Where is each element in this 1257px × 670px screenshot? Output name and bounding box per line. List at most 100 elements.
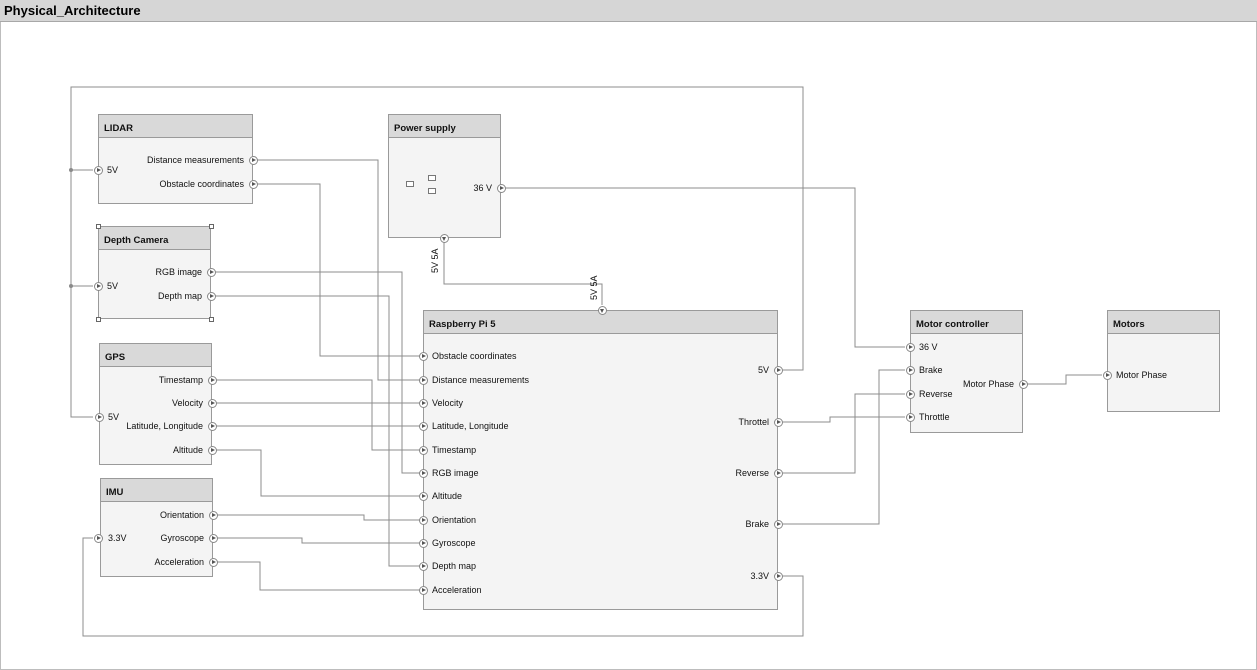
raspberry-pi-block[interactable]: Raspberry Pi 5 <box>423 310 778 610</box>
power-5v5a-port[interactable] <box>439 233 449 243</box>
rpi-in-distance-port[interactable] <box>418 375 428 385</box>
rpi-out-throttel-port[interactable] <box>773 417 783 427</box>
imu-gyroscope-label: Gyroscope <box>160 533 204 543</box>
wire-orientation <box>217 514 423 521</box>
rpi-out-3v3-port[interactable] <box>773 571 783 581</box>
mc-36v-port[interactable] <box>905 342 915 352</box>
rpi-in-label: Orientation <box>432 515 477 525</box>
motors-in-label: Motor Phase <box>1116 370 1168 380</box>
rpi-in-obstacle-port[interactable] <box>418 351 428 361</box>
imu-3v3-port[interactable] <box>93 533 103 543</box>
gps-altitude-port[interactable] <box>207 445 217 455</box>
mc-in-label: Brake <box>919 365 943 375</box>
wire-distance-measurements <box>257 159 423 381</box>
gps-altitude-label: Altitude <box>172 445 203 455</box>
depth-camera-depthmap-port[interactable] <box>206 291 216 301</box>
imu-acceleration-port[interactable] <box>208 557 218 567</box>
rpi-in-velocity-port[interactable] <box>418 398 428 408</box>
rpi-out-brake-port[interactable] <box>773 519 783 529</box>
selection-handle[interactable] <box>95 223 101 229</box>
gps-latlong-label: Latitude, Longitude <box>126 421 203 431</box>
imu-orientation-port[interactable] <box>208 510 218 520</box>
rpi-in-label: Distance measurements <box>432 375 530 385</box>
selection-handle[interactable] <box>95 316 101 322</box>
power-supply-title: Power supply <box>389 115 500 138</box>
lidar-distance-label: Distance measurements <box>146 155 244 165</box>
rpi-out-label: Reverse <box>735 468 769 478</box>
lidar-5v-port[interactable] <box>93 165 103 175</box>
rpi-out-5v-port[interactable] <box>773 365 783 375</box>
gps-5v-port[interactable] <box>94 412 104 422</box>
wire-36v <box>505 187 905 348</box>
wire-reverse <box>783 393 905 474</box>
lidar-5v-label: 5V <box>107 165 119 175</box>
rpi-in-label: Depth map <box>432 561 477 571</box>
mc-throttle-port[interactable] <box>905 412 915 422</box>
power-supply-block[interactable]: Power supply <box>388 114 501 238</box>
rpi-out-label: Throttel <box>738 417 769 427</box>
imu-acceleration-label: Acceleration <box>154 557 204 567</box>
gps-title: GPS <box>100 344 211 367</box>
rpi-out-reverse-port[interactable] <box>773 468 783 478</box>
depth-camera-block[interactable]: Depth Camera <box>98 226 211 319</box>
depth-camera-title: Depth Camera <box>99 227 210 250</box>
depth-camera-depthmap-label: Depth map <box>157 291 202 301</box>
rpi-5v5a-label: 5V 5A <box>589 275 599 300</box>
rpi-in-latlong-port[interactable] <box>418 421 428 431</box>
motors-phase-port[interactable] <box>1102 370 1112 380</box>
rpi-in-altitude-port[interactable] <box>418 491 428 501</box>
rpi-in-acceleration-port[interactable] <box>418 585 428 595</box>
gps-latlong-port[interactable] <box>207 421 217 431</box>
rpi-in-label: Velocity <box>432 398 464 408</box>
rpi-in-depthmap-port[interactable] <box>418 561 428 571</box>
component-icon <box>428 188 436 194</box>
title-bar: Physical_Architecture <box>0 0 1257 22</box>
rpi-in-label: Altitude <box>432 491 463 501</box>
rpi-in-label: Acceleration <box>432 585 482 595</box>
lidar-obstacle-port[interactable] <box>248 179 258 189</box>
gps-velocity-port[interactable] <box>207 398 217 408</box>
wire-acceleration <box>217 561 423 591</box>
gps-timestamp-label: Timestamp <box>158 375 203 385</box>
junction-dot <box>69 284 73 288</box>
motors-block[interactable]: Motors <box>1107 310 1220 412</box>
rpi-in-label: Latitude, Longitude <box>432 421 509 431</box>
wire-motor-phase <box>1027 374 1102 385</box>
motor-controller-title: Motor controller <box>911 311 1022 334</box>
imu-block[interactable]: IMU <box>100 478 213 577</box>
mc-in-label: Reverse <box>919 389 953 399</box>
depth-camera-5v-port[interactable] <box>93 281 103 291</box>
mc-motor-phase-port[interactable] <box>1018 379 1028 389</box>
selection-handle[interactable] <box>208 223 214 229</box>
rpi-in-timestamp-port[interactable] <box>418 445 428 455</box>
lidar-distance-port[interactable] <box>248 155 258 165</box>
component-icon <box>406 181 414 187</box>
rpi-in-gyroscope-port[interactable] <box>418 538 428 548</box>
selection-handle[interactable] <box>208 316 214 322</box>
rpi-out-label: Brake <box>745 519 769 529</box>
power-5v5a-label: 5V 5A <box>430 248 440 273</box>
wire-5v-loop <box>70 86 804 418</box>
motor-controller-block[interactable]: Motor controller <box>910 310 1023 433</box>
rpi-in-label: RGB image <box>432 468 479 478</box>
rpi-in-rgb-port[interactable] <box>418 468 428 478</box>
power-36v-port[interactable] <box>496 183 506 193</box>
imu-3v3-label: 3.3V <box>108 533 127 543</box>
imu-title: IMU <box>101 479 212 502</box>
gps-velocity-label: Velocity <box>171 398 203 408</box>
mc-brake-port[interactable] <box>905 365 915 375</box>
wire-throttle <box>783 416 905 423</box>
gps-timestamp-port[interactable] <box>207 375 217 385</box>
mc-reverse-port[interactable] <box>905 389 915 399</box>
rpi-in-orientation-port[interactable] <box>418 515 428 525</box>
rpi-out-label: 5V <box>757 365 769 375</box>
wire-depth-map <box>215 295 423 567</box>
depth-camera-rgb-port[interactable] <box>206 267 216 277</box>
lidar-block[interactable]: LIDAR <box>98 114 253 204</box>
rpi-5v5a-port[interactable] <box>597 305 607 315</box>
imu-gyroscope-port[interactable] <box>208 533 218 543</box>
rpi-in-label: Gyroscope <box>432 538 476 548</box>
gps-block[interactable]: GPS <box>99 343 212 465</box>
component-icon <box>428 175 436 181</box>
wire-5v-5a <box>443 242 603 305</box>
